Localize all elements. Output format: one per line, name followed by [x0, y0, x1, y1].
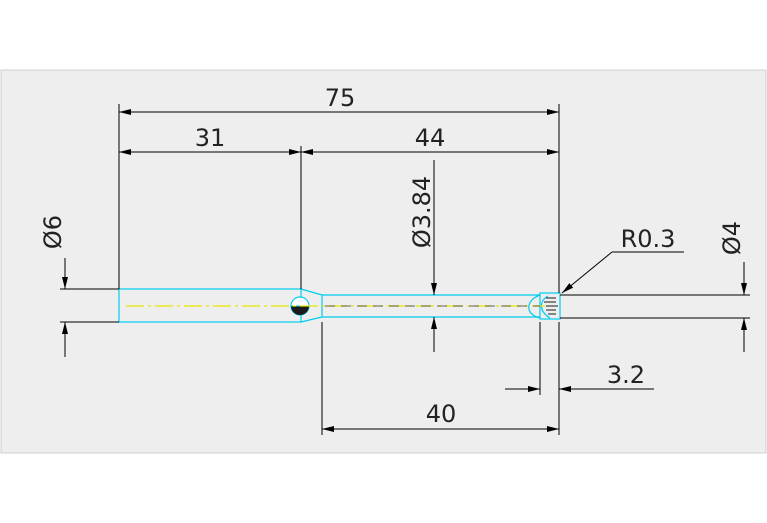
dimension-lines	[60, 104, 750, 435]
radius-leader	[561, 251, 613, 294]
dim-flute-length: 3.2	[607, 361, 645, 389]
dim-neck-diameter: Ø3.84	[408, 176, 436, 248]
dim-tip-radius: R0.3	[621, 225, 676, 253]
drawing-sheet	[0, 69, 767, 454]
dim-overall-length: 75	[325, 84, 356, 112]
dim-shank-diameter: Ø6	[39, 215, 67, 249]
dim-shank-length: 31	[195, 124, 226, 152]
dim-cutter-diameter: Ø4	[718, 221, 746, 255]
cutter-hatch	[544, 297, 558, 315]
dim-reach-length: 40	[426, 400, 457, 428]
dim-neck-length: 44	[415, 124, 446, 152]
flute-curves	[528, 294, 551, 319]
